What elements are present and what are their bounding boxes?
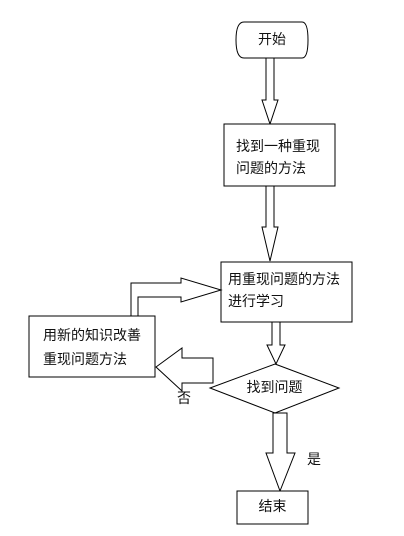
learn-label-line-1: 用重现问题的方法 [228,272,340,288]
learn-label-line-2: 进行学习 [228,294,284,310]
arrow-decision-to-end [265,412,296,493]
arrow-learn-to-decision [266,321,286,366]
arrow-find-to-learn [261,185,279,262]
arrow-decision-to-improve [155,347,214,393]
start-label: 开始 [236,31,308,49]
learn-box [220,261,353,323]
arrow-improve-to-learn [130,277,223,317]
end-box [236,490,309,525]
improve-label: 用新的知识改善 重现问题方法 [43,327,141,369]
end-label: 结束 [237,498,308,516]
start-label-line-1: 开始 [258,32,286,48]
find-method-label-line-2: 问题的方法 [236,161,306,177]
improve-label-line-2: 重现问题方法 [43,352,127,368]
improve-label-line-1: 用新的知识改善 [43,328,141,344]
find-method-box [223,123,336,187]
decision-label: 找到问题 [210,379,339,397]
find-method-label: 找到一种重现 问题的方法 [236,138,320,178]
find-method-label-line-1: 找到一种重现 [236,139,320,155]
end-label-line-1: 结束 [258,499,287,515]
start-terminal-shape [235,21,309,59]
arrow-start-to-find-method [261,57,279,126]
improve-box [28,315,156,378]
learn-label: 用重现问题的方法 进行学习 [228,271,340,311]
no-label: 否 [177,391,191,407]
decision-label-line-1: 找到问题 [246,380,303,396]
yes-label: 是 [307,452,321,468]
